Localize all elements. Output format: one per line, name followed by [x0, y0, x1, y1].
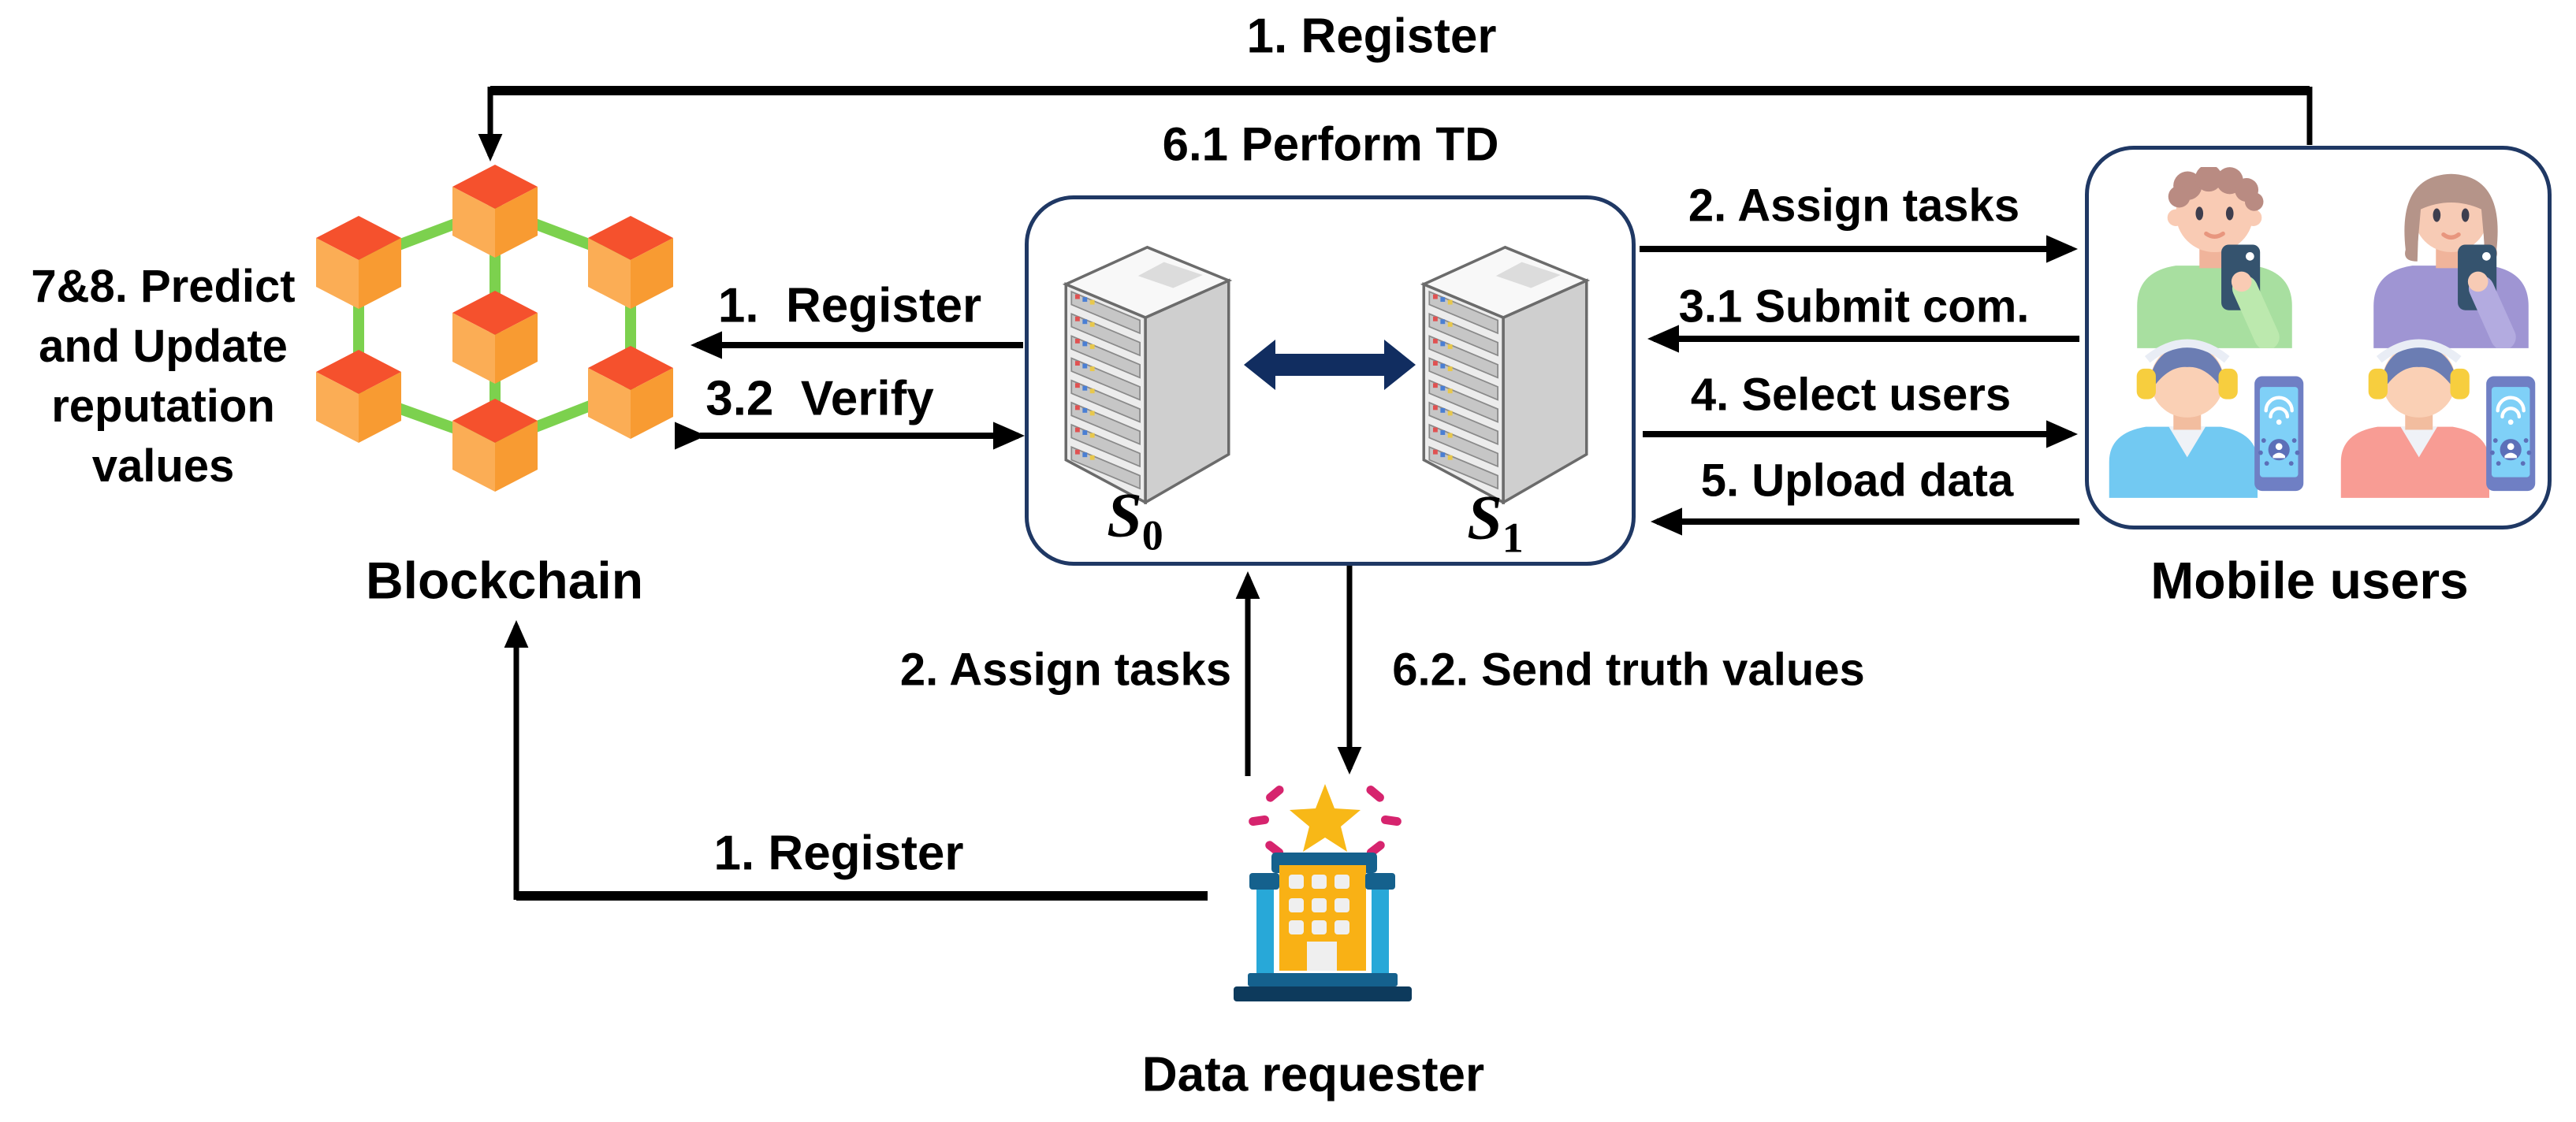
mobile-user-man-icon: [2122, 167, 2307, 348]
edge-label-verify: 3.2 Verify: [705, 371, 934, 426]
server-s1-label: S1: [1467, 483, 1524, 562]
blockchain-label: Blockchain: [365, 551, 644, 610]
mobile-user-woman-icon: [2358, 167, 2544, 348]
edge-label-assign-tasks: 2. Assign tasks: [1688, 180, 2020, 232]
exchange-arrow-icon: [1244, 340, 1416, 390]
edge-label-register-top: 1. Register: [1246, 9, 1497, 64]
edge-label-upload-data: 5. Upload data: [1700, 455, 2014, 507]
headset-user-blue-icon: [2103, 333, 2310, 498]
server-s1-icon: [1413, 227, 1598, 504]
star-icon: [1290, 784, 1361, 852]
edge-label-assign-tasks-up: 2. Assign tasks: [899, 644, 1232, 696]
servers-group-label: 6.1 Perform TD: [1162, 117, 1499, 171]
server-s0-label: S0: [1107, 481, 1163, 559]
server-s0-icon: [1055, 227, 1240, 504]
edge-label-register-requester: 1. Register: [713, 826, 964, 881]
headset-user-pink-icon: [2335, 333, 2541, 498]
edge-label-select-users: 4. Select users: [1690, 369, 2012, 421]
building-icon: [1234, 784, 1412, 1001]
edge-label-register-blockchain: 1. Register: [717, 278, 982, 333]
blockchain-annotation: 7&8. Predict and Update reputation value…: [31, 261, 296, 492]
mobile-users-label: Mobile users: [2150, 551, 2469, 610]
edge-label-submit-com: 3.1 Submit com.: [1678, 280, 2030, 333]
data-requester-label: Data requester: [1141, 1047, 1485, 1102]
edge-label-send-truth: 6.2. Send truth values: [1392, 644, 1865, 696]
blockchain-icon: [316, 165, 673, 492]
